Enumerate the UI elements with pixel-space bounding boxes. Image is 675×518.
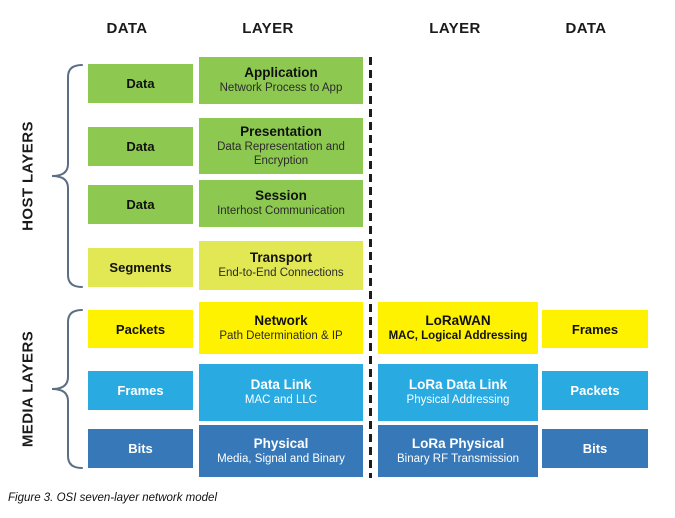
- layer-subtitle: Path Determination & IP: [219, 329, 343, 342]
- layer-title: Session: [255, 188, 307, 203]
- data-box-session: Data: [88, 185, 193, 224]
- layer-title: LoRa Data Link: [408, 377, 508, 392]
- layer-box-lorawan: LoRaWAN MAC, Logical Addressing: [378, 302, 538, 354]
- layer-box-lora-datalink: LoRa Data Link Physical Addressing: [378, 364, 538, 421]
- data-box-network: Packets: [88, 310, 193, 348]
- media-layers-label: MEDIA LAYERS: [19, 330, 37, 448]
- layer-box-lora-physical: LoRa Physical Binary RF Transmission: [378, 425, 538, 477]
- layer-subtitle: Binary RF Transmission: [396, 452, 520, 465]
- layer-subtitle: Media, Signal and Binary: [217, 452, 345, 465]
- dashed-divider-line: [369, 57, 372, 478]
- layer-box-network: Network Path Determination & IP: [199, 302, 363, 354]
- layer-subtitle: Data Representation and Encryption: [217, 140, 345, 167]
- data-box-physical: Bits: [88, 429, 193, 468]
- layer-subtitle: MAC and LLC: [244, 394, 318, 407]
- header-data-left: DATA: [106, 19, 148, 37]
- layer-box-datalink: Data Link MAC and LLC: [199, 364, 363, 421]
- layer-box-application: Application Network Process to App: [199, 57, 363, 104]
- host-layers-brace: [51, 64, 83, 288]
- layer-subtitle: Physical Addressing: [406, 394, 510, 407]
- layer-subtitle: MAC, Logical Addressing: [388, 329, 528, 342]
- layer-box-transport: Transport End-to-End Connections: [199, 241, 363, 290]
- layer-title: Physical: [253, 435, 309, 451]
- layer-box-physical: Physical Media, Signal and Binary: [199, 425, 363, 477]
- data-box-datalink: Frames: [88, 371, 193, 410]
- data-box-lora-packets: Packets: [542, 371, 648, 410]
- header-data-right: DATA: [565, 19, 607, 37]
- layer-subtitle: Network Process to App: [219, 82, 343, 95]
- header-layer-right: LAYER: [429, 19, 481, 37]
- layer-title: Network: [254, 312, 308, 328]
- layer-subtitle: Interhost Communication: [217, 205, 345, 218]
- data-box-application: Data: [88, 64, 193, 103]
- layer-title: LoRa Physical: [411, 435, 505, 451]
- host-layers-label: HOST LAYERS: [19, 121, 37, 231]
- data-box-transport: Segments: [88, 248, 193, 287]
- layer-box-presentation: Presentation Data Representation and Enc…: [199, 118, 363, 174]
- layer-title: Presentation: [240, 123, 322, 139]
- header-layer-left: LAYER: [242, 19, 294, 37]
- group-braces: [51, 64, 83, 469]
- layer-title: LoRaWAN: [425, 312, 491, 328]
- data-box-presentation: Data: [88, 127, 193, 166]
- data-box-lorawan-frames: Frames: [542, 310, 648, 348]
- media-layers-brace: [51, 309, 83, 469]
- figure-caption: Figure 3. OSI seven-layer network model: [8, 492, 218, 504]
- data-box-lora-bits: Bits: [542, 429, 648, 468]
- layer-subtitle: End-to-End Connections: [218, 267, 344, 280]
- layer-title: Transport: [249, 250, 313, 265]
- layer-title: Data Link: [250, 377, 312, 392]
- layer-title: Application: [244, 65, 318, 80]
- layer-box-session: Session Interhost Communication: [199, 180, 363, 227]
